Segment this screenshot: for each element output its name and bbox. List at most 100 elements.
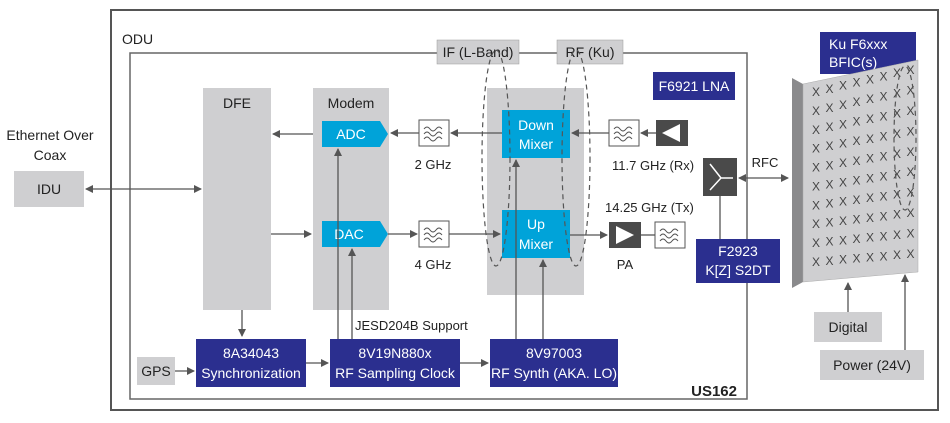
rf-band-ellipse xyxy=(561,49,591,267)
sync-block xyxy=(196,339,306,387)
bfic-label-1: Ku F6xxx xyxy=(829,36,887,52)
antenna-element: X xyxy=(839,175,847,189)
lna-label: F6921 LNA xyxy=(659,78,730,94)
antenna-element: X xyxy=(853,76,861,90)
ethernet-label-2: Coax xyxy=(34,147,67,163)
sync-label-2: Synchronization xyxy=(201,365,301,381)
antenna-element: X xyxy=(826,216,834,230)
synth-label-1: 8V97003 xyxy=(526,345,582,361)
antenna-element: X xyxy=(853,232,861,246)
antenna-element: X xyxy=(853,252,861,266)
sync-label-1: 8A34043 xyxy=(223,345,279,361)
antenna-element: X xyxy=(907,124,915,138)
antenna-element: X xyxy=(826,139,834,153)
antenna-element: X xyxy=(826,82,834,96)
antenna-element: X xyxy=(839,117,847,131)
tx-freq-label: 14.25 GHz (Tx) xyxy=(605,200,694,215)
antenna-element: X xyxy=(812,85,820,99)
pa-label: PA xyxy=(617,257,634,272)
power-label: Power (24V) xyxy=(833,357,911,373)
antenna-element: X xyxy=(907,186,915,200)
antenna-element: X xyxy=(893,208,901,222)
rfc-label: RFC xyxy=(752,155,779,170)
filter-4ghz-icon xyxy=(418,220,450,248)
antenna-element: X xyxy=(826,158,834,172)
idu-label: IDU xyxy=(37,181,61,197)
antenna-element: X xyxy=(880,89,888,103)
synth-block xyxy=(490,339,618,387)
clock-label-2: RF Sampling Clock xyxy=(335,365,456,381)
up-mixer xyxy=(502,210,570,258)
antenna-element: X xyxy=(907,227,915,241)
antenna-element: X xyxy=(853,154,861,168)
antenna-element: X xyxy=(866,72,874,86)
switch-tag-label-1: F2923 xyxy=(718,243,758,259)
antenna-element: X xyxy=(812,142,820,156)
antenna-element: X xyxy=(839,79,847,93)
antenna-element: X xyxy=(866,132,874,146)
antenna-element: X xyxy=(893,248,901,262)
antenna-element: X xyxy=(826,197,834,211)
switch-tag xyxy=(696,239,780,283)
antenna-element: X xyxy=(826,120,834,134)
lna-tag xyxy=(653,72,735,100)
antenna-element: X xyxy=(853,173,861,187)
switch-icon xyxy=(709,163,733,191)
antenna-element: X xyxy=(839,137,847,151)
antenna-element: X xyxy=(853,134,861,148)
antenna-element: X xyxy=(907,63,915,77)
antenna-element: X xyxy=(812,179,820,193)
antenna-element: X xyxy=(880,189,888,203)
antenna-element: X xyxy=(812,104,820,118)
digital-label: Digital xyxy=(829,319,868,335)
modem-label: Modem xyxy=(328,95,375,111)
antenna-element: X xyxy=(893,127,901,141)
antenna-element: X xyxy=(839,156,847,170)
antenna-element: X xyxy=(880,169,888,183)
lna-amp-icon xyxy=(662,124,680,142)
switch-tag-label-2: K[Z] S2DT xyxy=(705,262,771,278)
odu-label: ODU xyxy=(122,31,153,47)
jesd-label: JESD204B Support xyxy=(355,318,468,333)
down-mixer xyxy=(502,110,570,158)
antenna-element: X xyxy=(880,229,888,243)
antenna-panel-side xyxy=(792,78,803,288)
antenna-element: X xyxy=(839,214,847,228)
rf-band-label: RF (Ku) xyxy=(566,44,615,60)
dfe-block xyxy=(203,88,271,310)
antenna-element: X xyxy=(893,167,901,181)
antenna-panel xyxy=(802,59,919,283)
antenna-element: X xyxy=(812,123,820,137)
antenna-element: X xyxy=(880,109,888,123)
clock-block xyxy=(330,339,460,387)
antenna-element: X xyxy=(880,209,888,223)
antenna-element: X xyxy=(907,206,915,220)
filter-rx-icon xyxy=(608,119,640,147)
if-band-label: IF (L-Band) xyxy=(443,44,514,60)
bfic-label-2: BFIC(s) xyxy=(829,54,877,70)
if-band-tag xyxy=(436,39,520,65)
odu-outer-frame xyxy=(110,9,939,411)
antenna-element: X xyxy=(812,161,820,175)
antenna-element: X xyxy=(826,177,834,191)
power-box xyxy=(820,350,924,380)
antenna-element: X xyxy=(866,171,874,185)
antenna-element: X xyxy=(880,149,888,163)
antenna-element: X xyxy=(893,147,901,161)
antenna-element: X xyxy=(866,92,874,106)
antenna-element: X xyxy=(893,86,901,100)
antenna-element: X xyxy=(866,211,874,225)
antenna-element: X xyxy=(907,104,915,118)
antenna-element: X xyxy=(880,129,888,143)
up-mixer-label-1: Up xyxy=(527,216,545,232)
antenna-element: X xyxy=(907,165,915,179)
antenna-element: X xyxy=(839,253,847,267)
antenna-element: X xyxy=(907,247,915,261)
down-mixer-label-2: Mixer xyxy=(519,136,554,152)
antenna-element: X xyxy=(907,83,915,97)
gps-box xyxy=(137,357,175,385)
antenna-element: X xyxy=(812,236,820,250)
antenna-element: X xyxy=(866,152,874,166)
antenna-element: X xyxy=(853,193,861,207)
antenna-element: X xyxy=(866,231,874,245)
